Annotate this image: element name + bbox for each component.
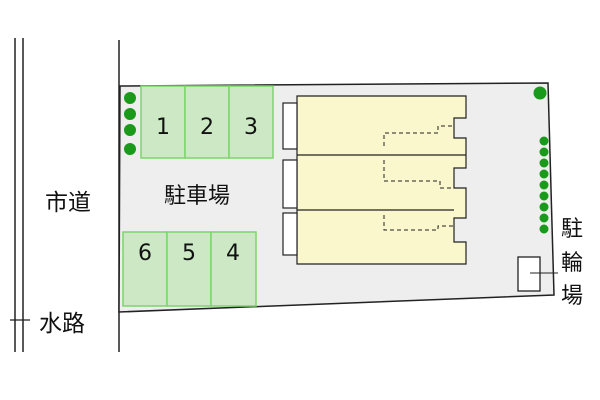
tree-icon: [539, 191, 549, 201]
parking-number: 5: [182, 241, 196, 266]
tree-icon: [539, 169, 549, 179]
dashed-stair-line: [383, 215, 454, 231]
balcony: [282, 159, 298, 209]
tree-icon: [539, 202, 549, 212]
tree-icon: [539, 136, 549, 146]
bike-parking-label-1: 駐: [561, 217, 583, 242]
tree-icon: [124, 108, 136, 120]
city-road-label: 市道: [45, 190, 91, 216]
building-outline: [296, 95, 467, 265]
parking-number: 6: [138, 241, 152, 266]
parking-row-top: 1 2 3: [140, 85, 274, 159]
bike-parking-shed: [517, 256, 541, 292]
parking-space-1: [140, 85, 186, 159]
tree-group-west: [124, 92, 136, 155]
balcony: [282, 102, 298, 150]
tree-icon: [533, 86, 547, 100]
parking-number: 2: [200, 115, 214, 140]
dashed-stair-line: [383, 160, 454, 189]
parking-space-4: [210, 231, 257, 307]
balcony: [282, 212, 298, 256]
parking-space-6: [122, 231, 168, 307]
parking-number: 1: [156, 115, 170, 140]
parking-space-3: [228, 85, 274, 159]
apartment-building: [282, 95, 467, 265]
waterway-label: 水路: [39, 311, 85, 337]
tree-icon: [539, 180, 549, 190]
tree-icon: [539, 147, 549, 157]
tree-icon: [124, 143, 136, 155]
parking-row-bottom: 6 5 4: [122, 231, 257, 307]
parking-number: 3: [244, 115, 258, 140]
tree-icon: [124, 92, 136, 104]
parking-number: 4: [226, 241, 240, 266]
parking-label: 駐車場: [164, 184, 230, 209]
tree-icon: [124, 124, 136, 136]
parking-space-5: [166, 231, 212, 307]
tree-group-east: [533, 86, 549, 234]
tree-icon: [539, 224, 549, 234]
bike-parking-label-3: 場: [561, 284, 583, 309]
dashed-stair-line: [383, 125, 454, 146]
tree-icon: [539, 158, 549, 168]
bike-parking-label-2: 輪: [561, 251, 583, 276]
tree-icon: [539, 213, 549, 223]
